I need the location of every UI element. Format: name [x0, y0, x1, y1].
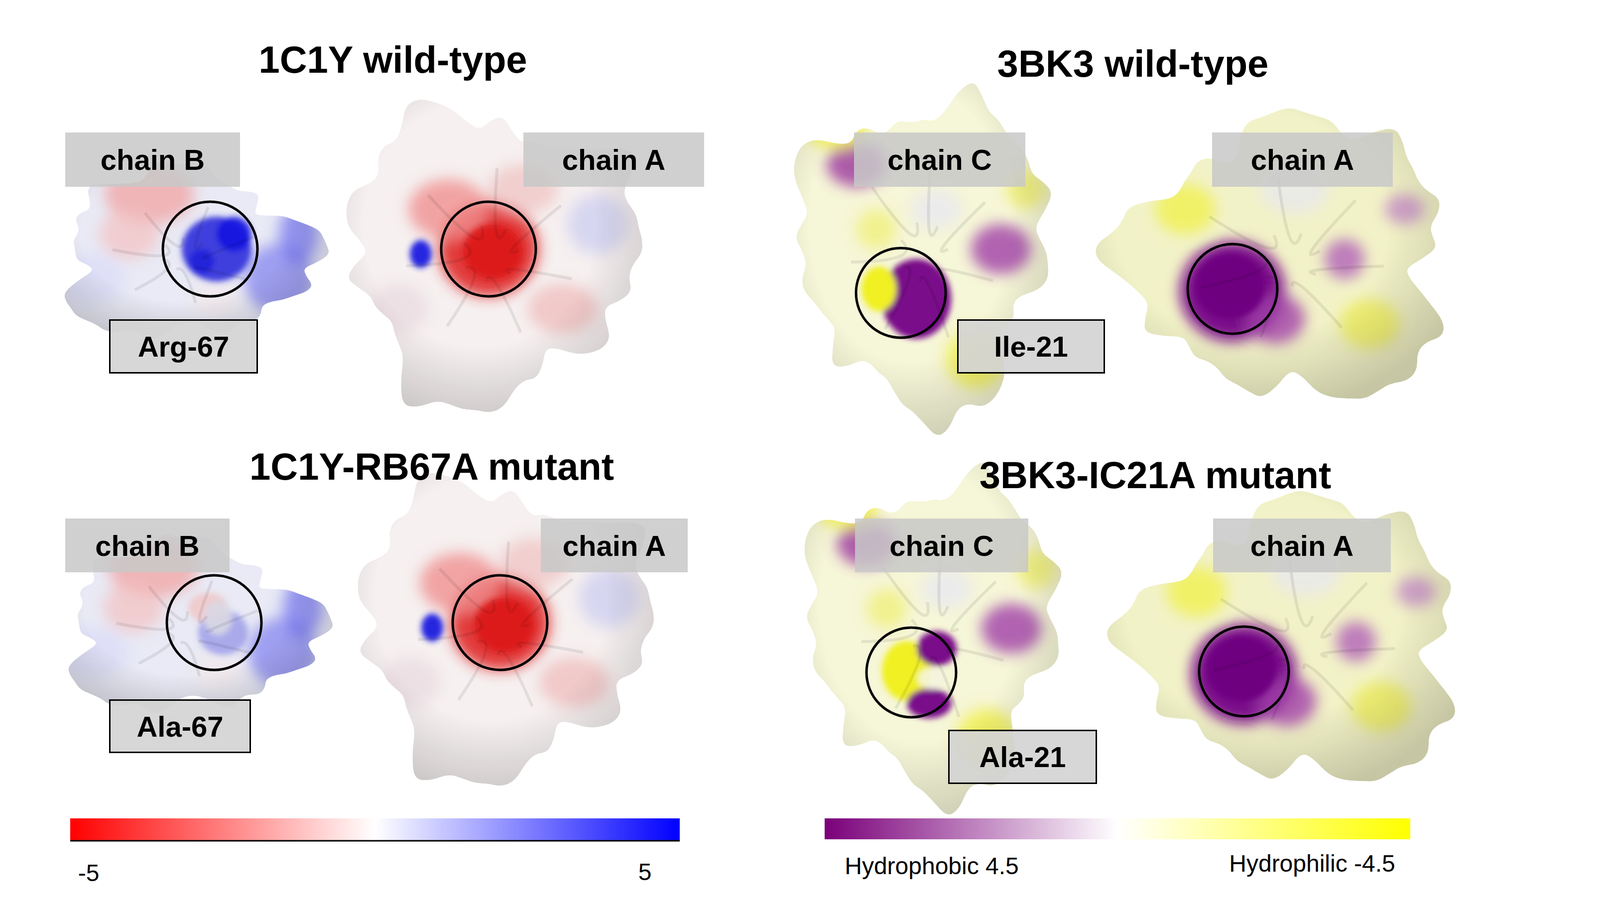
interface-circle	[166, 575, 262, 670]
label-text: chain B	[95, 528, 200, 563]
protein-surface	[1095, 108, 1444, 399]
interface-circle	[452, 575, 548, 670]
residue-box: Ala-21	[948, 729, 1098, 784]
label-text: Ala-21	[979, 739, 1066, 774]
chain-label: chain A	[540, 518, 688, 573]
label-text: chain A	[562, 142, 666, 177]
colour-bar	[824, 818, 1411, 840]
scale-label: Hydrophobic 4.5	[844, 852, 1019, 880]
panel-title: 3BK3-IC21A mutant	[979, 453, 1332, 497]
bar-baseline	[70, 840, 680, 842]
label-text: chain A	[1250, 528, 1354, 563]
panel-title: 1C1Y-RB67A mutant	[249, 444, 615, 489]
protein-surface	[793, 83, 1051, 435]
chain-label: chain A	[523, 132, 705, 187]
interface-circle	[1199, 626, 1289, 717]
label-text: chain A	[562, 528, 666, 563]
interface-circle	[866, 627, 957, 718]
chain-label: chain C	[854, 132, 1026, 187]
label-text: chain C	[887, 142, 992, 177]
label-text: Ala-67	[136, 709, 224, 743]
chain-label: chain A	[1212, 132, 1393, 187]
interface-circle	[162, 201, 258, 297]
interface-circle	[441, 201, 536, 297]
panel-title: 1C1Y wild-type	[258, 37, 527, 82]
protein-surface	[54, 160, 329, 340]
residue-box: Arg-67	[109, 319, 258, 374]
chain-label: chain C	[855, 518, 1029, 573]
scale-label: 5	[638, 858, 652, 886]
protein-surface	[1107, 491, 1456, 782]
panel-title: 3BK3 wild-type	[997, 41, 1269, 86]
chain-label: chain B	[65, 132, 241, 187]
chain-label: chain B	[65, 518, 230, 573]
label-text: chain C	[889, 528, 994, 563]
label-text: chain B	[100, 142, 206, 177]
colour-bar	[70, 818, 680, 841]
interface-circle	[1187, 244, 1278, 334]
scale-label: Hydrophilic -4.5	[1229, 849, 1395, 877]
residue-box: Ile-21	[957, 319, 1106, 374]
label-text: Ile-21	[993, 329, 1068, 364]
residue-box: Ala-67	[109, 699, 251, 753]
scale-label: -5	[78, 859, 100, 887]
label-text: Arg-67	[137, 329, 230, 364]
label-text: chain A	[1250, 142, 1354, 177]
interface-circle	[856, 247, 946, 338]
chain-label: chain A	[1213, 518, 1391, 573]
